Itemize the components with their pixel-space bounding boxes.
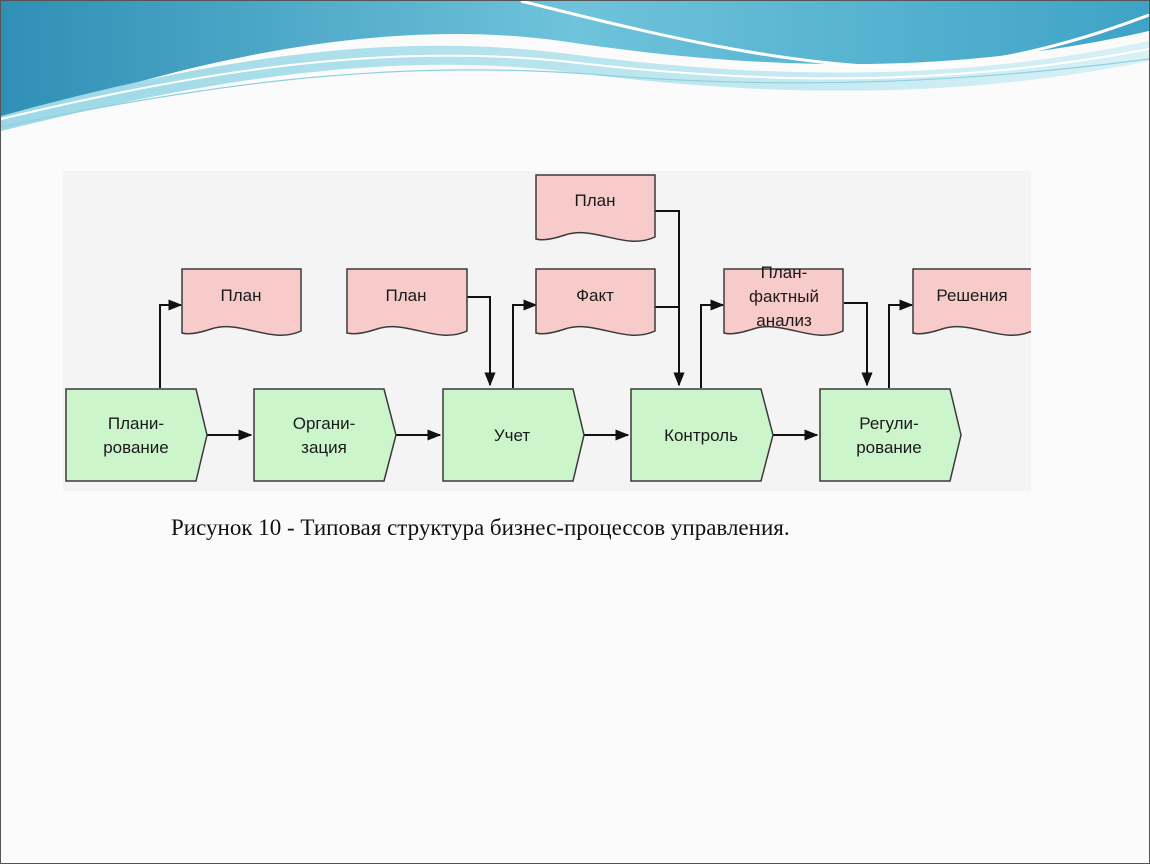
document-decisions: Решения bbox=[912, 268, 1031, 336]
process-planning-label-2: рование bbox=[103, 438, 169, 457]
arrow-analysis-to-regulation bbox=[844, 302, 873, 387]
document-plan-top: План bbox=[535, 174, 656, 242]
document-fact: Факт bbox=[535, 268, 656, 336]
document-analysis-label-3: анализ bbox=[756, 311, 812, 330]
connectors bbox=[159, 210, 914, 441]
process-planning: Плани- рование bbox=[65, 388, 208, 482]
process-organization: Органи- зация bbox=[253, 388, 397, 482]
document-plan-output-label: План bbox=[221, 286, 262, 305]
process-control: Контроль bbox=[630, 388, 774, 482]
diagram-area: Плани- рование Органи- зация Учет Контро… bbox=[63, 171, 1031, 491]
arrow-control-to-analysis bbox=[700, 299, 725, 388]
process-accounting-label: Учет bbox=[494, 426, 531, 445]
document-decisions-label: Решения bbox=[936, 286, 1007, 305]
process-regulation-label-2: рование bbox=[856, 438, 922, 457]
process-regulation-label-1: Регули- bbox=[859, 414, 918, 433]
figure-caption: Рисунок 10 - Типовая структура бизнес-пр… bbox=[171, 515, 790, 540]
process-control-label: Контроль bbox=[664, 426, 738, 445]
document-analysis-label-2: фактный bbox=[749, 287, 819, 306]
wave-decoration bbox=[1, 1, 1149, 131]
document-plan-output: План bbox=[181, 268, 302, 336]
process-diagram: Плани- рование Органи- зация Учет Контро… bbox=[65, 174, 1031, 482]
process-planning-label-1: Плани- bbox=[108, 414, 164, 433]
process-organization-label-1: Органи- bbox=[293, 414, 356, 433]
arrow-planning-to-plan bbox=[159, 299, 183, 388]
process-regulation: Регули- рование bbox=[819, 388, 962, 482]
document-analysis-label-1: План- bbox=[761, 263, 808, 282]
document-plan-fact-analysis: План- фактный анализ bbox=[723, 263, 844, 336]
arrow-plan-to-control bbox=[655, 210, 685, 387]
document-plan-input: План bbox=[346, 268, 468, 336]
arrow-regulation-to-decisions bbox=[888, 299, 914, 388]
arrow-plan-to-accounting bbox=[467, 296, 496, 387]
document-plan-input-label: План bbox=[386, 286, 427, 305]
arrow-accounting-to-fact bbox=[512, 299, 538, 388]
process-accounting: Учет bbox=[442, 388, 585, 482]
document-fact-label: Факт bbox=[576, 286, 614, 305]
document-plan-top-label: План bbox=[575, 191, 616, 210]
process-organization-label-2: зация bbox=[301, 438, 347, 457]
